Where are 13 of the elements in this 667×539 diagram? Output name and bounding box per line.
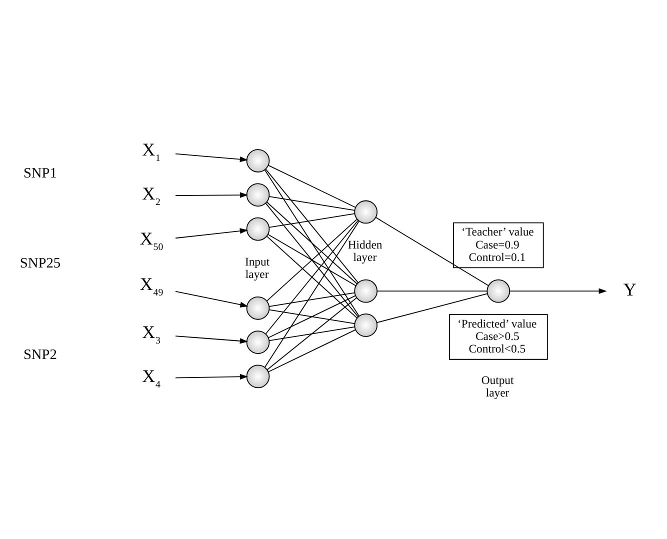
label: Output layer: [481, 374, 514, 400]
label: Hidden layer: [348, 238, 382, 264]
node-text: X$_{2}$: [142, 183, 160, 208]
node-text: X$_{3}$: [142, 322, 160, 346]
node-text: Y: [623, 280, 636, 300]
node-text: X$_{49}$: [140, 274, 164, 299]
label: Input layer: [244, 255, 270, 281]
label: SNP1: [23, 166, 57, 182]
node-text: X$_{50}$: [140, 228, 164, 253]
node-text: X$_{1}$: [142, 139, 160, 164]
node-text: X$_{4}$: [142, 366, 160, 390]
label: SNP25: [20, 256, 61, 272]
label: SNP2: [23, 347, 57, 364]
